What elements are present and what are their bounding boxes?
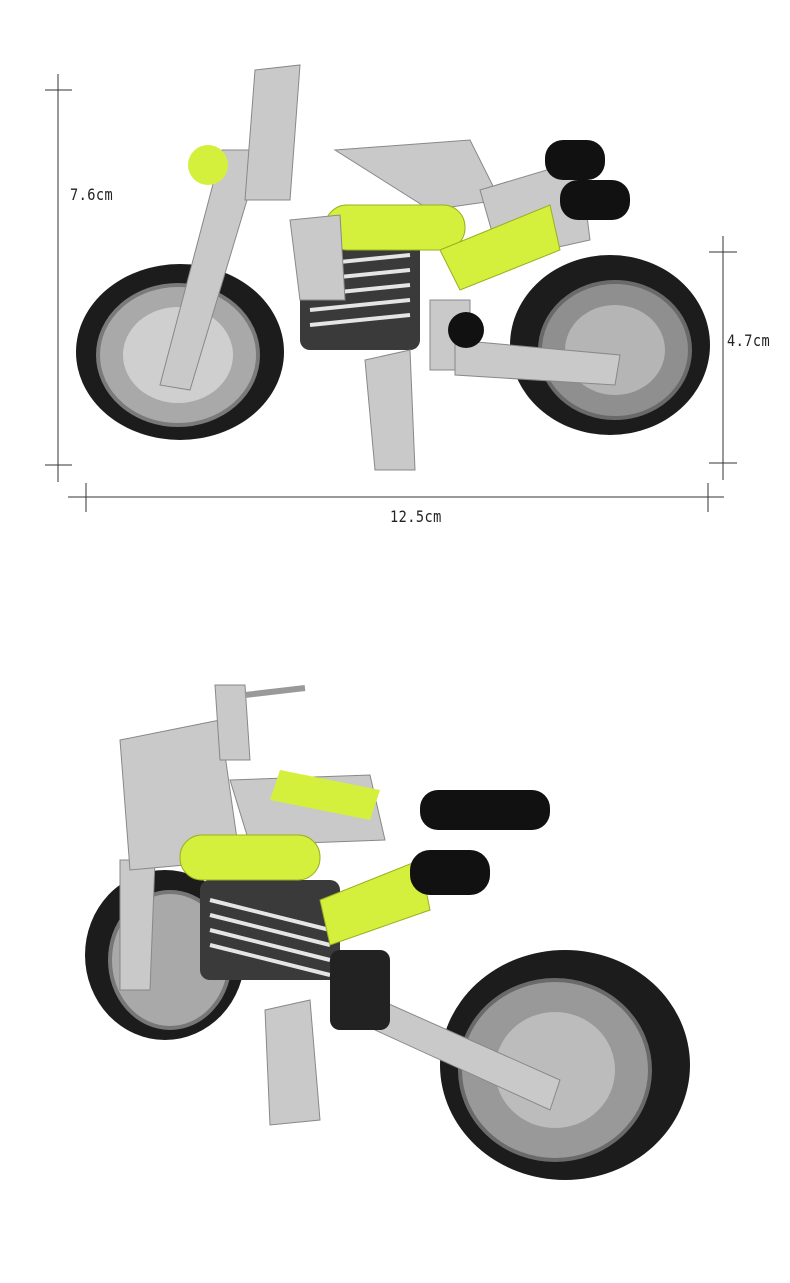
motorcycle-side-view: [76, 64, 710, 471]
length-label: 12.5cm: [390, 507, 442, 526]
dimension-lines: [45, 74, 737, 512]
wheel-height-label: 4.7cm: [727, 331, 771, 350]
height-label: 7.6cm: [70, 185, 114, 204]
motorcycle-three-quarter-view: [85, 684, 690, 1180]
